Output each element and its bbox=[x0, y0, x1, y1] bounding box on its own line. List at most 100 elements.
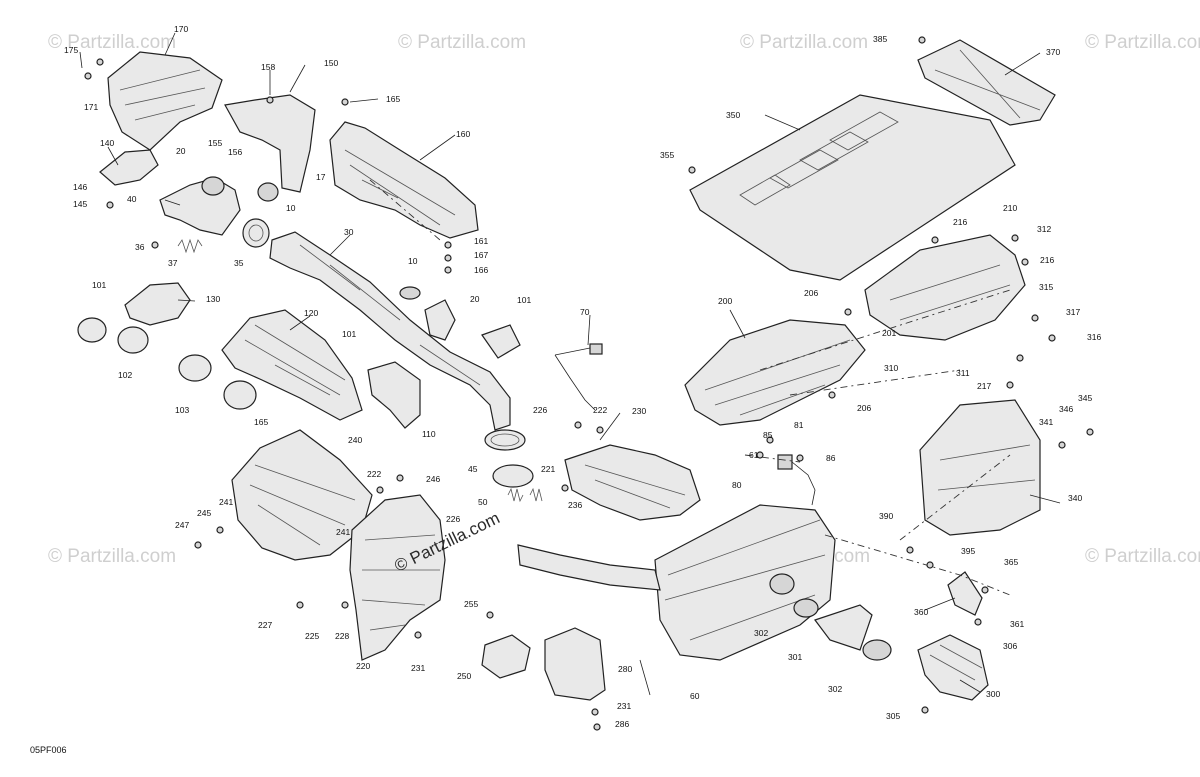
manifold-shield-160 bbox=[329, 121, 479, 239]
callout: 231 bbox=[617, 701, 631, 711]
shield-280 bbox=[544, 627, 606, 701]
callout: 171 bbox=[84, 102, 98, 112]
callout: 226 bbox=[446, 514, 460, 524]
ring-45 bbox=[492, 464, 534, 488]
skid-plate-350 bbox=[689, 94, 1016, 281]
callout: 216 bbox=[953, 217, 967, 227]
callout: 120 bbox=[304, 308, 318, 318]
bracket-150 bbox=[224, 94, 316, 193]
callout: 101 bbox=[92, 280, 106, 290]
callout: 150 bbox=[324, 58, 338, 68]
muffler-60 bbox=[654, 504, 836, 661]
callout: 355 bbox=[660, 150, 674, 160]
callout: 395 bbox=[961, 546, 975, 556]
callout: 130 bbox=[206, 294, 220, 304]
callout: 156 bbox=[228, 147, 242, 157]
callout: 210 bbox=[1003, 203, 1017, 213]
watermark: © Partzilla.com bbox=[48, 32, 176, 53]
callout: 346 bbox=[1059, 404, 1073, 414]
ring-35 bbox=[242, 218, 270, 248]
callout: 101 bbox=[342, 329, 356, 339]
callout: 241 bbox=[219, 497, 233, 507]
callout: 302 bbox=[828, 684, 842, 694]
shield-130 bbox=[124, 282, 191, 326]
callout: 306 bbox=[1003, 641, 1017, 651]
callout: 146 bbox=[73, 182, 87, 192]
callout: 236 bbox=[568, 500, 582, 510]
callout: 280 bbox=[618, 664, 632, 674]
leaders bbox=[79, 32, 1061, 696]
callout: 225 bbox=[305, 631, 319, 641]
callout: 221 bbox=[541, 464, 555, 474]
watermark: © Partzilla.com bbox=[48, 546, 176, 567]
shield-140 bbox=[99, 149, 159, 186]
callout: 200 bbox=[718, 296, 732, 306]
callout: 228 bbox=[335, 631, 349, 641]
manifold-40 bbox=[159, 177, 241, 236]
callout: 390 bbox=[879, 511, 893, 521]
callout: 385 bbox=[873, 34, 887, 44]
callout: 206 bbox=[857, 403, 871, 413]
callout: 166 bbox=[474, 265, 488, 275]
callout: 45 bbox=[468, 464, 478, 474]
callout: 300 bbox=[986, 689, 1000, 699]
callout: 86 bbox=[826, 453, 836, 463]
callout: 70 bbox=[580, 307, 590, 317]
shield-340 bbox=[919, 399, 1041, 536]
callout: 315 bbox=[1039, 282, 1053, 292]
callout: 145 bbox=[73, 199, 87, 209]
callout: 20 bbox=[176, 146, 186, 156]
callout: 35 bbox=[234, 258, 244, 268]
callout: 175 bbox=[64, 45, 78, 55]
callout: 302 bbox=[754, 628, 768, 638]
shield-120 bbox=[221, 309, 363, 421]
fasteners bbox=[84, 36, 1094, 731]
callout: 247 bbox=[175, 520, 189, 530]
parts bbox=[77, 39, 1056, 701]
callout: 206 bbox=[804, 288, 818, 298]
callout: 310 bbox=[884, 363, 898, 373]
callout: 102 bbox=[118, 370, 132, 380]
bracket-250 bbox=[481, 634, 531, 679]
gasket-10 bbox=[257, 182, 279, 202]
callout: 81 bbox=[794, 420, 804, 430]
callout: 340 bbox=[1068, 493, 1082, 503]
callout: 245 bbox=[197, 508, 211, 518]
callout: 103 bbox=[175, 405, 189, 415]
callout: 161 bbox=[474, 236, 488, 246]
callout: 61 bbox=[749, 450, 759, 460]
assembly-lines bbox=[369, 179, 1011, 596]
callout: 36 bbox=[135, 242, 145, 252]
cone-301 bbox=[814, 604, 873, 651]
callout: 85 bbox=[763, 430, 773, 440]
callout: 170 bbox=[174, 24, 188, 34]
callout: 312 bbox=[1037, 224, 1051, 234]
callout: 361 bbox=[1010, 619, 1024, 629]
spring-37 bbox=[177, 238, 203, 254]
callout: 227 bbox=[258, 620, 272, 630]
figure-code: 05PF006 bbox=[30, 745, 67, 755]
bracket-370 bbox=[917, 39, 1056, 126]
sensor-70-wire bbox=[554, 347, 601, 411]
callout: 17 bbox=[316, 172, 326, 182]
watermark: © Partzilla.com bbox=[398, 32, 526, 53]
shield-220 bbox=[349, 494, 446, 661]
callout: 20 bbox=[470, 294, 480, 304]
watermark: © Partzilla.com bbox=[1085, 546, 1200, 567]
callout: 110 bbox=[422, 429, 436, 439]
callout: 222 bbox=[367, 469, 381, 479]
callout: 365 bbox=[1004, 557, 1018, 567]
callout: 317 bbox=[1066, 307, 1080, 317]
callout: 155 bbox=[208, 138, 222, 148]
callout: 40 bbox=[127, 194, 137, 204]
callout: 140 bbox=[100, 138, 114, 148]
callout: 370 bbox=[1046, 47, 1060, 57]
watermark: © Partzilla.com bbox=[740, 32, 868, 53]
callout: 246 bbox=[426, 474, 440, 484]
callout: 305 bbox=[886, 711, 900, 721]
callout: 80 bbox=[732, 480, 742, 490]
callout: 311 bbox=[956, 368, 970, 378]
gasket-10b bbox=[399, 286, 421, 300]
callout: 301 bbox=[788, 652, 802, 662]
